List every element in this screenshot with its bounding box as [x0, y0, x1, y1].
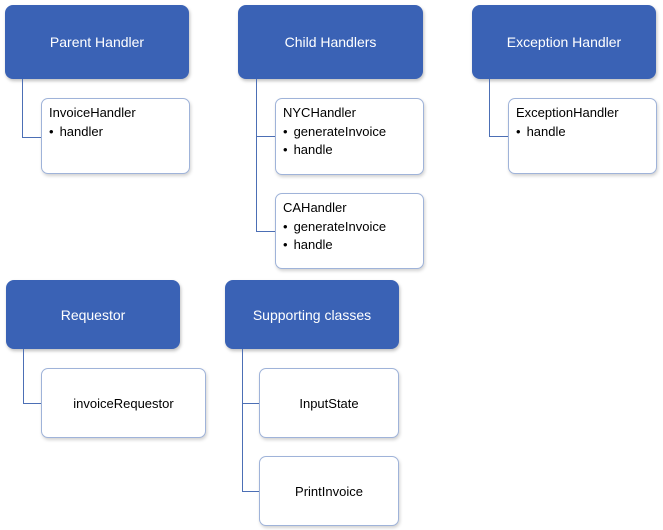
class-name: invoiceRequestor [73, 395, 174, 411]
parent-handler-header: Parent Handler [5, 5, 189, 79]
connector-line [256, 231, 275, 232]
class-name: CAHandler [283, 200, 347, 215]
requestor-header: Requestor [6, 280, 180, 349]
nyc-handler-box: NYCHandler generateInvoice handle [275, 98, 424, 175]
class-name: InvoiceHandler [49, 105, 136, 120]
connector-line [242, 403, 259, 404]
method-list: handler [49, 123, 182, 141]
invoice-requestor-box: invoiceRequestor [41, 368, 206, 438]
input-state-box: InputState [259, 368, 399, 438]
class-name: PrintInvoice [295, 483, 363, 499]
connector-line [23, 403, 41, 404]
method-item: generateInvoice [283, 123, 416, 141]
connector-line [256, 79, 257, 231]
class-name: NYCHandler [283, 105, 356, 120]
connector-line [489, 136, 508, 137]
method-item: handle [516, 123, 649, 141]
invoice-handler-box: InvoiceHandler handler [41, 98, 190, 174]
method-list: generateInvoice handle [283, 218, 416, 254]
connector-line [22, 79, 23, 137]
connector-line [242, 349, 243, 491]
connector-line [256, 136, 275, 137]
connector-line [23, 349, 24, 403]
connector-line [22, 137, 41, 138]
class-name: ExceptionHandler [516, 105, 619, 120]
supporting-classes-header: Supporting classes [225, 280, 399, 349]
ca-handler-box: CAHandler generateInvoice handle [275, 193, 424, 269]
method-item: handler [49, 123, 182, 141]
connector-line [242, 491, 259, 492]
connector-line [489, 79, 490, 136]
method-item: handle [283, 141, 416, 159]
method-item: handle [283, 236, 416, 254]
exception-handler-box: ExceptionHandler handle [508, 98, 657, 174]
method-list: handle [516, 123, 649, 141]
exception-handler-header: Exception Handler [472, 5, 656, 79]
method-item: generateInvoice [283, 218, 416, 236]
print-invoice-box: PrintInvoice [259, 456, 399, 526]
method-list: generateInvoice handle [283, 123, 416, 159]
class-name: InputState [299, 395, 359, 411]
child-handlers-header: Child Handlers [238, 5, 423, 79]
